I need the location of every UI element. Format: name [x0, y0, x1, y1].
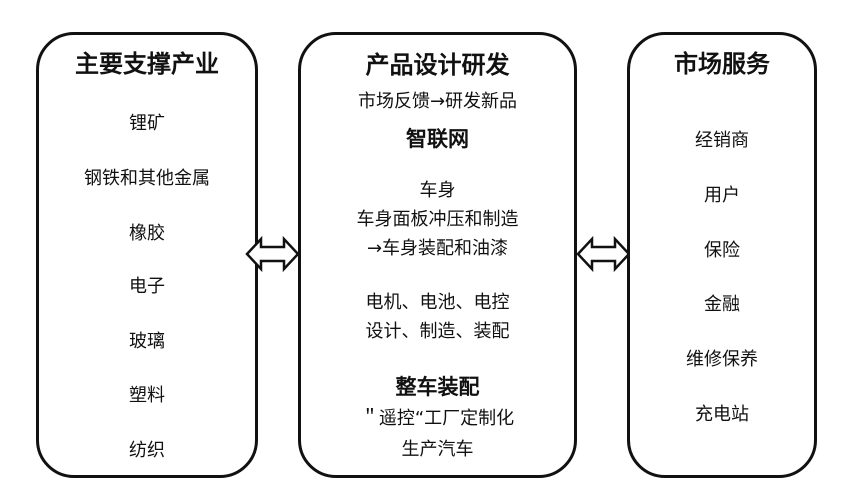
- supporting-industries-title: 主要支撑产业: [75, 50, 219, 78]
- industry-item-steel-metals: 钢铁和其他金属: [84, 168, 210, 189]
- industry-item-electronics: 电子: [129, 276, 165, 297]
- footer-line-2: 生产汽车: [401, 439, 474, 460]
- vehicle-assembly-heading: 整车装配: [395, 375, 480, 399]
- industry-item-glass: 玻璃: [129, 331, 165, 352]
- body-line-3: →车身装配和油漆: [366, 238, 509, 259]
- industry-item-textiles: 纺织: [129, 440, 165, 461]
- body-line-5: 设计、制造、装配: [365, 321, 510, 342]
- footer-line-1: ＂遥控“工厂定制化: [360, 408, 515, 429]
- service-item-users: 用户: [704, 185, 740, 206]
- body-line-1: 车身: [419, 180, 456, 201]
- industry-item-plastics: 塑料: [129, 385, 165, 406]
- product-design-box: [298, 32, 577, 478]
- service-item-finance: 金融: [704, 294, 740, 315]
- market-services-title: 市场服务: [674, 50, 770, 78]
- service-item-charging-station: 充电站: [695, 404, 749, 425]
- market-services-box: [627, 32, 817, 478]
- market-feedback-text: 市场反馈→研发新品: [357, 91, 518, 112]
- service-item-insurance: 保险: [704, 240, 740, 261]
- supporting-industries-box: [36, 32, 258, 478]
- service-item-dealers: 经销商: [695, 130, 749, 151]
- double-arrow-left-icon: [245, 235, 300, 273]
- industry-item-rubber: 橡胶: [129, 223, 165, 244]
- body-line-4: 电机、电池、电控: [365, 292, 510, 313]
- product-design-title: 产品设计研发: [365, 51, 510, 79]
- body-line-2: 车身面板冲压和制造: [356, 209, 519, 230]
- industry-item-lithium: 锂矿: [129, 113, 165, 134]
- service-item-maintenance: 维修保养: [686, 349, 758, 370]
- intelligent-network-heading: 智联网: [406, 127, 469, 151]
- double-arrow-right-icon: [576, 235, 631, 273]
